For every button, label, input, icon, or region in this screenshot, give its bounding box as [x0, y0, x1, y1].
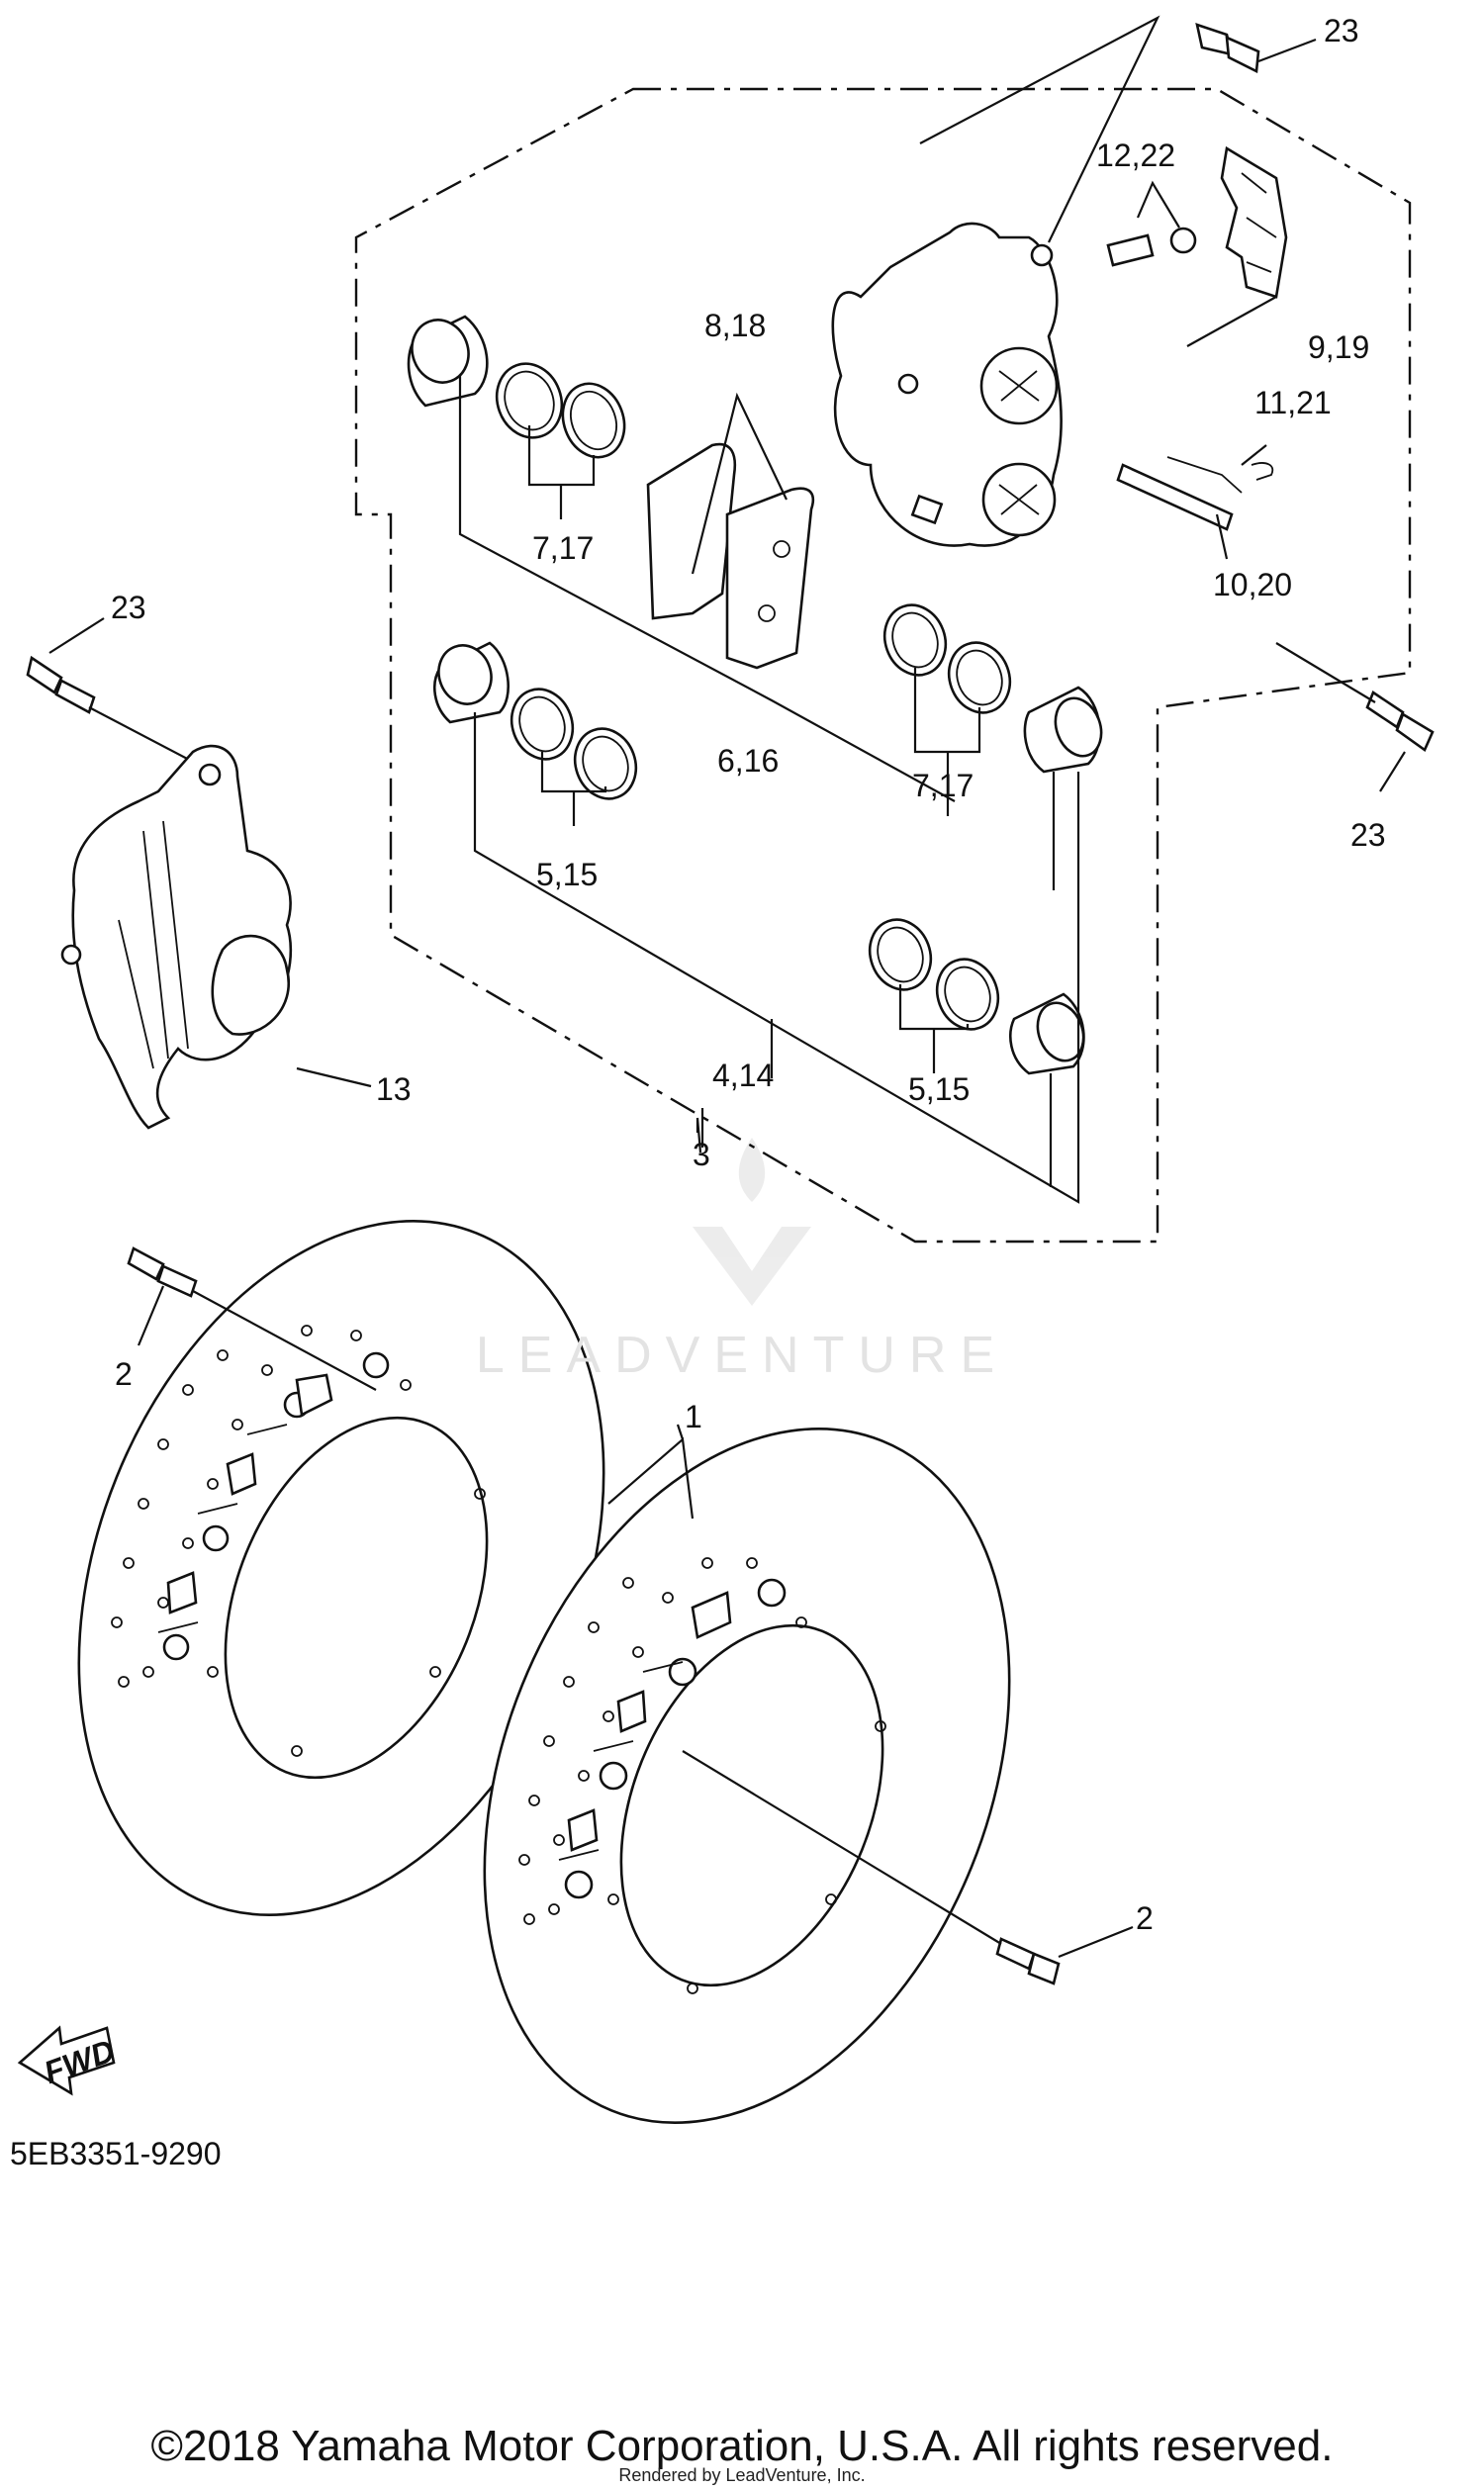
- label-part-23-right: 23: [1350, 817, 1386, 853]
- piston-upper-right: [1023, 686, 1103, 774]
- piston-upper-left: [407, 315, 489, 408]
- label-part-23-top: 23: [1324, 13, 1359, 48]
- label-part-5-15-left: 5,15: [536, 857, 598, 892]
- disc-bracket: [607, 1424, 695, 1520]
- right-caliper-body: [831, 222, 1063, 547]
- label-part-11-21: 11,21: [1254, 385, 1332, 420]
- label-part-1: 1: [685, 1399, 702, 1434]
- label-part-4-14: 4,14: [712, 1058, 774, 1093]
- seal-upper-left-2: [561, 382, 626, 459]
- brake-pad-front: [646, 442, 737, 620]
- seal-lower-right-1: [868, 918, 933, 991]
- disc-bolt-front: [682, 1750, 1134, 1985]
- bolt-23-left: [26, 617, 194, 763]
- fwd-arrow-icon: FWD: [17, 2025, 120, 2096]
- label-part-2-right: 2: [1136, 1900, 1154, 1936]
- label-part-5-15-right: 5,15: [908, 1071, 970, 1107]
- leadventure-logo-watermark: [693, 1138, 811, 1306]
- pad-pin-part: [1116, 456, 1243, 531]
- piston-lower-right: [1009, 992, 1085, 1075]
- pad-spring-part: [1220, 145, 1288, 299]
- brake-disc-front: [483, 1428, 1011, 2124]
- part-labels: 23 12,22 8,18 9,19 11,21 7,17 10,20 23 6…: [10, 13, 1386, 2171]
- label-part-10-20: 10,20: [1213, 567, 1292, 602]
- rendered-by-note: Rendered by LeadVenture, Inc.: [618, 2465, 866, 2485]
- left-caliper: [60, 744, 372, 1130]
- seal-upper-right-1: [882, 603, 948, 677]
- bleed-screw-part: [1106, 227, 1197, 267]
- seal-middle-left-1: [510, 688, 575, 761]
- caliper-assembly-boundary: [354, 87, 1412, 1244]
- label-part-3: 3: [693, 1137, 710, 1172]
- seal-lower-right-2: [935, 958, 1000, 1031]
- pin-clip-part: [1251, 462, 1274, 481]
- label-part-8-18: 8,18: [704, 308, 766, 343]
- label-part-7-17-left: 7,17: [532, 530, 594, 566]
- label-part-6-16: 6,16: [717, 743, 779, 779]
- brake-pad-rear: [725, 487, 815, 670]
- label-part-9-19: 9,19: [1308, 329, 1369, 365]
- label-part-7-17-right: 7,17: [912, 768, 974, 803]
- watermark-text: LEADVENTURE: [475, 1327, 1009, 1384]
- seal-upper-right-2: [947, 641, 1012, 714]
- label-part-13: 13: [376, 1071, 412, 1107]
- bolt-23-top: [1195, 23, 1317, 74]
- diagram-code: 5EB3351-9290: [10, 2136, 222, 2171]
- bolt-23-right: [1275, 642, 1435, 792]
- brake-disc-rear: [77, 1220, 605, 1916]
- label-part-23-left: 23: [111, 590, 146, 625]
- label-part-12-22: 12,22: [1096, 138, 1175, 173]
- piston-middle-left: [433, 641, 510, 724]
- copyright-footer: ©2018 Yamaha Motor Corporation, U.S.A. A…: [150, 2422, 1334, 2470]
- disc-bolt-rear: [127, 1246, 377, 1391]
- seal-middle-left-2: [573, 727, 638, 800]
- seal-upper-left-1: [495, 362, 564, 439]
- label-part-2-left: 2: [115, 1356, 133, 1392]
- leader-lines: [458, 15, 1277, 1204]
